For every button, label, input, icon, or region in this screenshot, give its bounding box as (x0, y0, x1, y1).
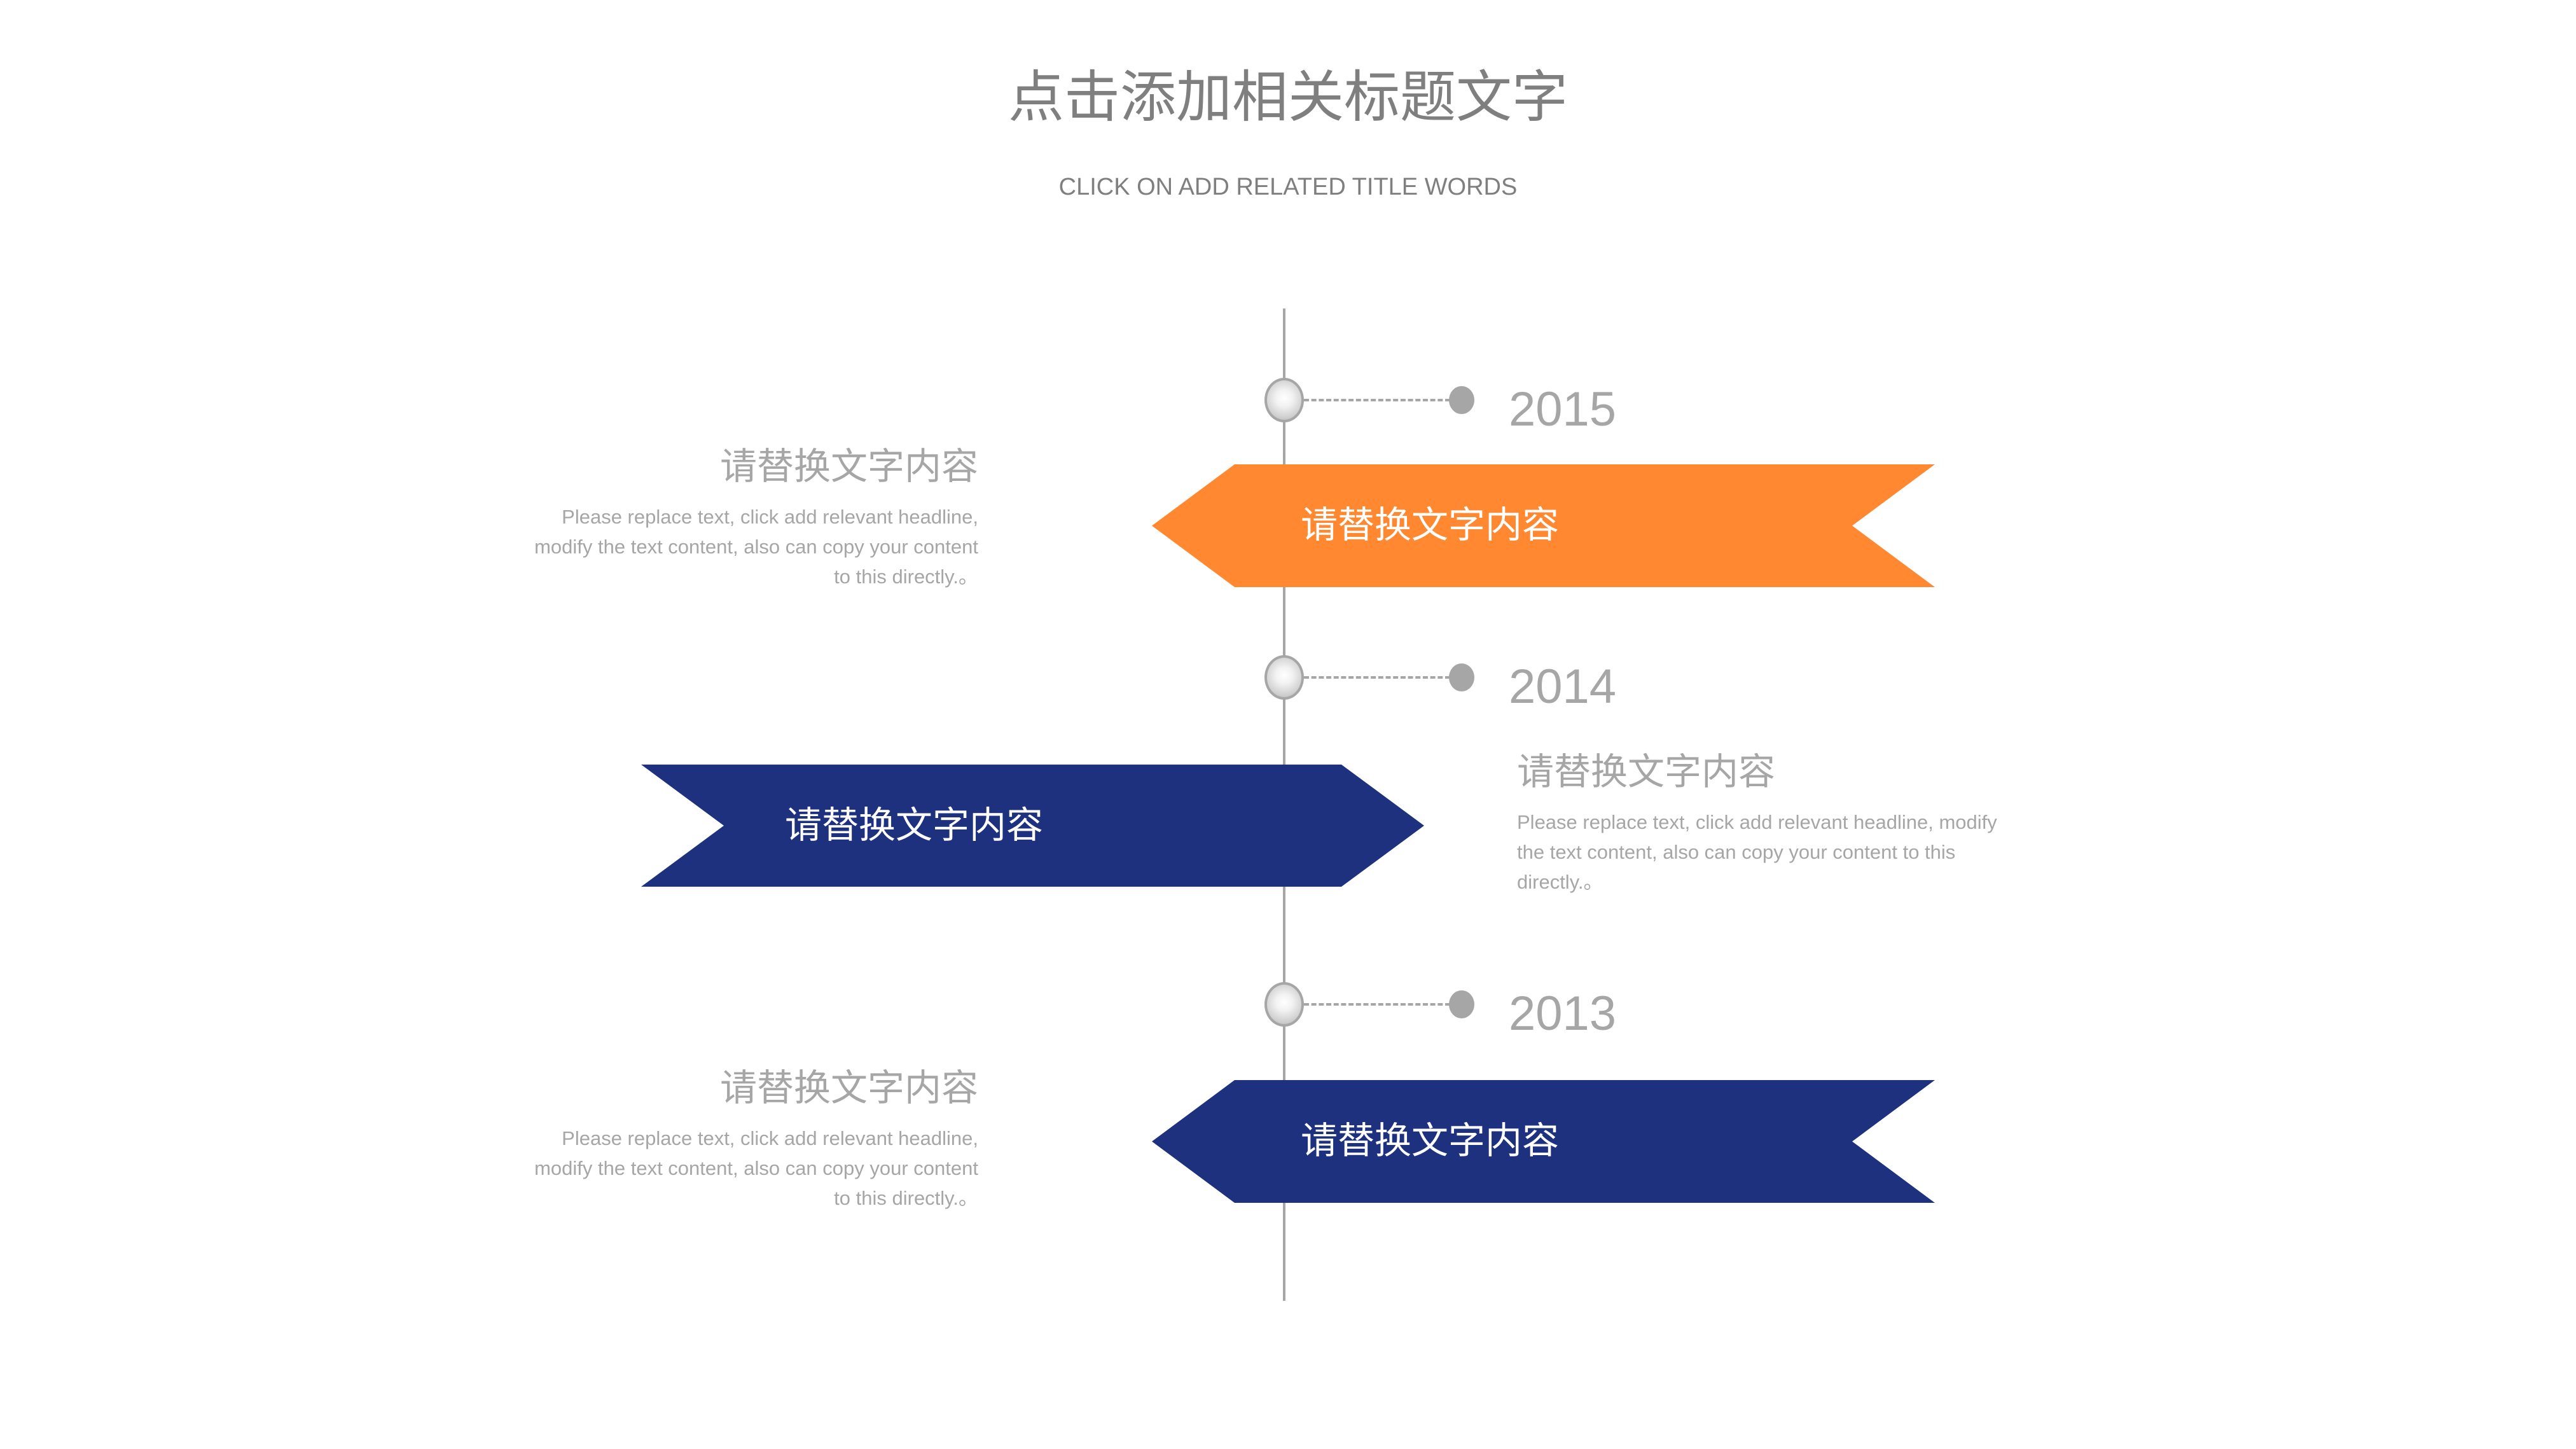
banner-shape (1152, 1080, 1935, 1203)
body-line: modify the text content, also can copy y… (534, 535, 978, 558)
timeline-node-icon (1264, 378, 1304, 422)
body-line: modify the text content, also can copy y… (534, 1156, 978, 1179)
body-line: Please replace text, click add relevant … (562, 505, 978, 528)
year-label: 2013 (1509, 987, 1617, 1041)
body-line: Please replace text, click add relevant … (1517, 810, 1997, 833)
text-block-heading: 请替换文字内容 (719, 1066, 978, 1109)
text-block-heading: 请替换文字内容 (1517, 750, 1776, 793)
year-label: 2015 (1509, 382, 1617, 436)
dashed-connector (1304, 676, 1450, 679)
body-line: Please replace text, click add relevant … (562, 1127, 978, 1149)
text-block-heading: 请替换文字内容 (719, 445, 978, 488)
marker-dot-icon (1449, 386, 1474, 414)
banner-orange[interactable]: 请替换文字内容 (1152, 464, 1935, 587)
body-line: the text content, also can copy your con… (1517, 840, 1956, 863)
body-line: to this directly.。 (834, 565, 978, 588)
dashed-connector (1304, 1003, 1450, 1006)
body-line: to this directly.。 (834, 1186, 978, 1209)
dashed-connector (1304, 399, 1450, 401)
banner-label: 请替换文字内容 (1301, 503, 1560, 546)
banner-navy-bottom[interactable]: 请替换文字内容 (1152, 1080, 1935, 1203)
timeline-node-icon (1264, 982, 1304, 1027)
text-block-2014: 请替换文字内容 Please replace text, click add r… (1517, 751, 2064, 897)
banner-label: 请替换文字内容 (785, 803, 1044, 847)
banner-navy-middle[interactable]: 请替换文字内容 (641, 765, 1424, 887)
banner-shape (641, 765, 1424, 887)
text-block-body: Please replace text, click add relevant … (1517, 807, 2064, 897)
timeline-node-icon (1264, 655, 1304, 700)
banner-label: 请替换文字内容 (1301, 1119, 1560, 1162)
text-block-body: Please replace text, click add relevant … (445, 1123, 978, 1213)
page-subtitle: CLICK ON ADD RELATED TITLE WORDS (1058, 174, 1518, 200)
year-label: 2014 (1509, 660, 1617, 714)
text-block-2013: 请替换文字内容 Please replace text, click add r… (445, 1067, 978, 1213)
marker-dot-icon (1449, 663, 1474, 691)
text-block-2015: 请替换文字内容 Please replace text, click add r… (445, 445, 978, 592)
text-block-body: Please replace text, click add relevant … (445, 502, 978, 592)
marker-dot-icon (1449, 990, 1474, 1018)
banner-shape (1152, 464, 1935, 587)
body-line: directly.。 (1517, 870, 1603, 893)
page-title: 点击添加相关标题文字 (1008, 64, 1568, 130)
